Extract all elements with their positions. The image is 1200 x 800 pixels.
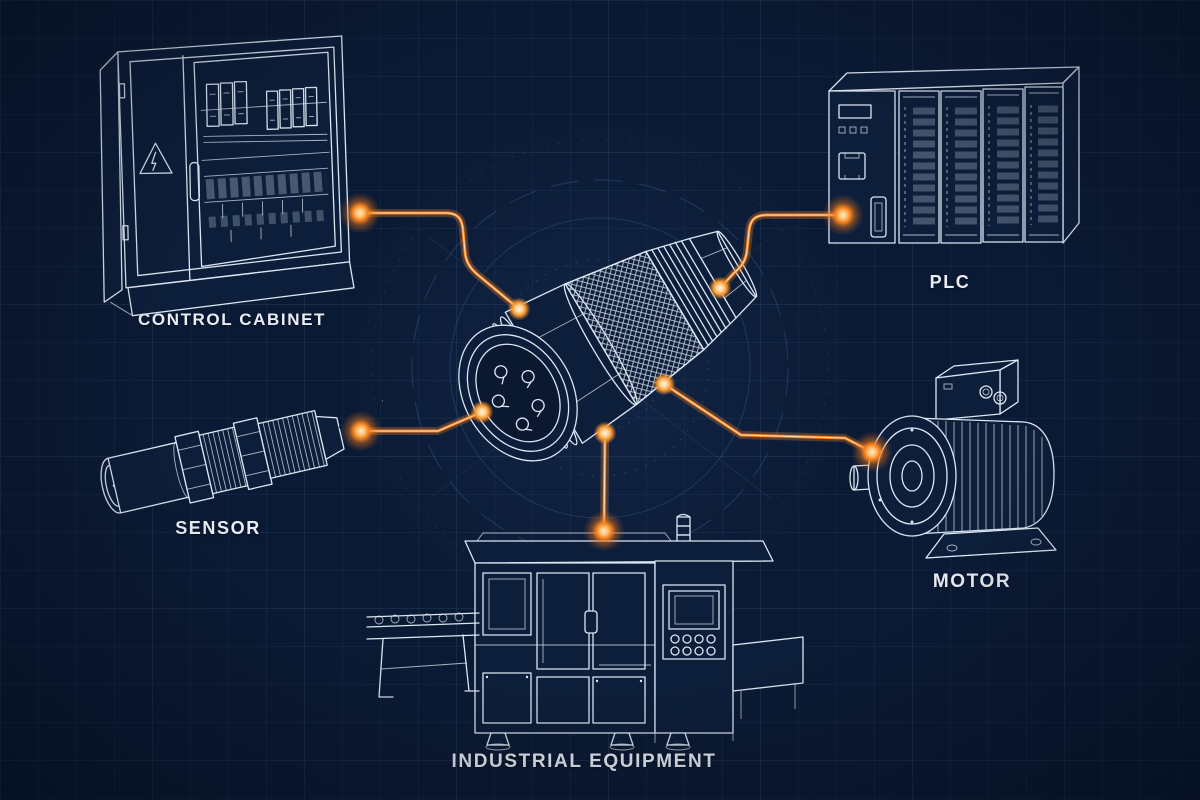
wire-connector-to-equipment <box>600 429 609 535</box>
label-sensor: SENSOR <box>175 518 261 538</box>
label-motor: MOTOR <box>932 571 1012 592</box>
wire-control-cabinet-to-connector <box>356 209 523 313</box>
label-plc: PLC <box>929 272 971 292</box>
label-industrial-equipment: INDUSTRIAL EQUIPMENT <box>451 751 717 772</box>
label-control-cabinet: CONTROL CABINET <box>137 310 327 329</box>
wire-sensor-to-connector <box>357 408 486 435</box>
wire-plc-to-connector <box>716 211 847 292</box>
wire-connector-to-motor <box>660 380 876 456</box>
